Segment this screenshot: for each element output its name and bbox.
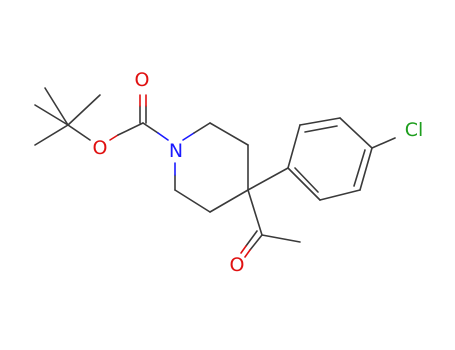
bond-ph-to-cl bbox=[371, 137, 396, 149]
bond-c4-to-acetyl bbox=[247, 189, 263, 236]
bond-ph-3-4 bbox=[339, 117, 373, 149]
bond-c4-to-c5 bbox=[209, 189, 249, 213]
bond-n-to-c2 bbox=[193, 122, 211, 134]
atom-label-ester-oxygen: O bbox=[93, 137, 108, 159]
bond-acetyl-double-2-o bbox=[240, 245, 247, 254]
bond-carbonyl-to-n bbox=[142, 122, 159, 134]
bond-ph-2-3 bbox=[299, 117, 341, 126]
bond-ph-1-2 bbox=[287, 124, 301, 169]
bond-ph-6-1 bbox=[287, 167, 321, 201]
atom-label-nitrogen: N bbox=[169, 140, 183, 162]
bond-acetyl-double-2 bbox=[245, 230, 258, 247]
bond-ph-5-6 bbox=[319, 189, 361, 201]
bond-ph-2-3-inner bbox=[304, 125, 338, 133]
bond-oxygen-to-carbonyl-o bbox=[109, 134, 119, 141]
bond-acetyl-to-methyl bbox=[261, 234, 301, 243]
bond-n-to-c2-blue bbox=[182, 132, 195, 141]
atom-label-carbonyl-oxygen: O bbox=[135, 69, 150, 91]
bond-oxygen-to-carbonyl-c bbox=[117, 122, 144, 136]
bond-tbu-methyl-left bbox=[34, 104, 69, 126]
bond-ph-6-1-inner bbox=[294, 167, 319, 193]
bond-carbonyl-to-n-blue bbox=[157, 132, 169, 141]
bond-tbu-to-oxygen bbox=[67, 124, 91, 141]
bond-c4-to-phenyl bbox=[247, 167, 289, 191]
bond-tbu-methyl-right bbox=[67, 94, 101, 126]
bond-tbu-methyl-top bbox=[44, 87, 69, 126]
bond-tbu-methyl-bottom bbox=[34, 124, 69, 146]
atom-label-acetyl-oxygen: O bbox=[230, 254, 245, 276]
bond-c2-to-c3 bbox=[209, 122, 249, 146]
bond-c5-to-c6 bbox=[174, 189, 211, 213]
bond-acetyl-double-1 bbox=[249, 234, 263, 251]
bond-ph-4-5-inner bbox=[353, 149, 366, 187]
atom-label-chlorine: Cl bbox=[405, 119, 424, 141]
bond-acetyl-double-1-o bbox=[244, 249, 251, 258]
bond-ph-4-5 bbox=[359, 147, 373, 191]
